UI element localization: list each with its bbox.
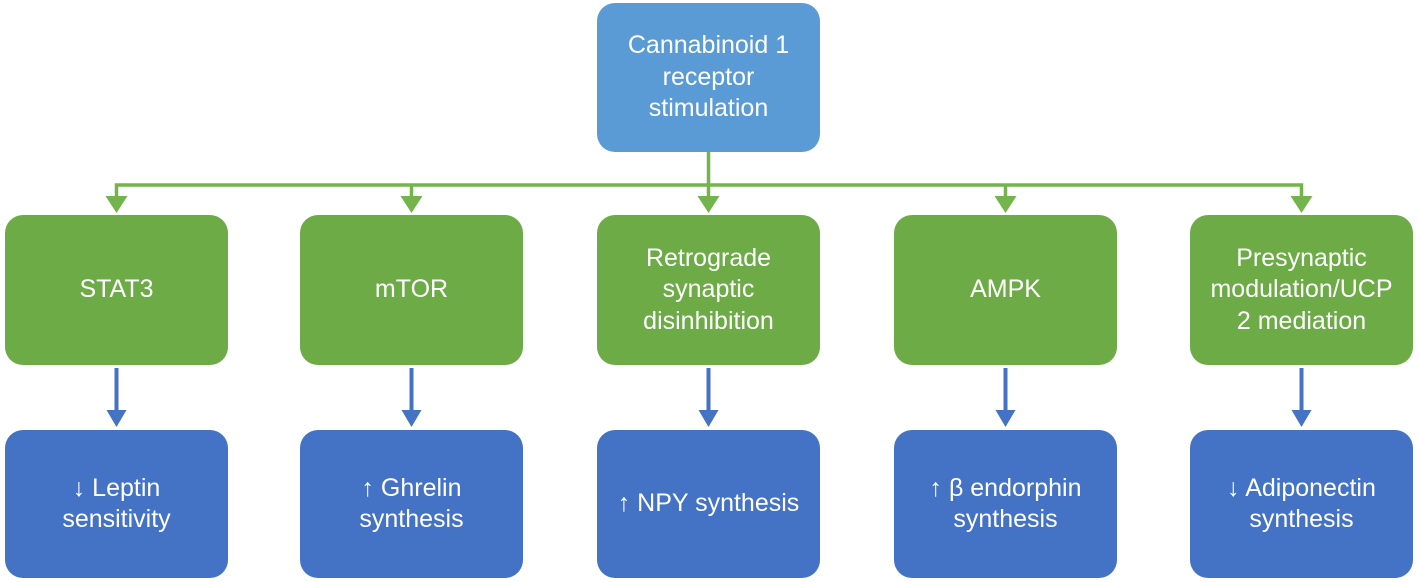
- outcome-node-adiponectin-synthesis: ↓ Adiponectin synthesis: [1190, 430, 1413, 578]
- root-node-label: Cannabinoid 1 receptor stimulation: [627, 31, 790, 123]
- root-node-cannabinoid-receptor: Cannabinoid 1 receptor stimulation: [597, 3, 820, 152]
- outcome-node-ghrelin-synthesis: ↑ Ghrelin synthesis: [300, 430, 523, 578]
- mediator-node-label: mTOR: [374, 275, 449, 304]
- mediator-node-label: Retrograde synaptic disinhibition: [643, 243, 774, 335]
- mediator-node-label: AMPK: [970, 275, 1041, 304]
- mediator-node-ampk: AMPK: [894, 215, 1117, 365]
- arrowhead-to-npy: [698, 410, 719, 427]
- mediator-node-retrograde-disinhibition: Retrograde synaptic disinhibition: [597, 215, 820, 365]
- mediator-node-stat3: STAT3: [5, 215, 228, 365]
- green-tree-lines: [114, 152, 1304, 200]
- arrowhead-to-ampk: [994, 196, 1017, 213]
- mediator-node-presynaptic-ucp2: Presynaptic modulation/UCP 2 mediation: [1190, 215, 1413, 365]
- mediator-node-label: STAT3: [79, 275, 154, 304]
- outcome-node-npy-synthesis: ↑ NPY synthesis: [597, 430, 820, 578]
- mediator-node-mtor: mTOR: [300, 215, 523, 365]
- blue-arrow-group: [106, 368, 1312, 427]
- outcome-node-beta-endorphin-synthesis: ↑ β endorphin synthesis: [894, 430, 1117, 578]
- arrowhead-to-ghrelin: [401, 410, 422, 427]
- green-connector-tree: [105, 152, 1313, 213]
- arrowhead-to-stat3: [105, 196, 128, 213]
- arrowhead-to-endorphin: [995, 410, 1016, 427]
- outcome-node-label: ↑ NPY synthesis: [617, 489, 800, 518]
- outcome-node-leptin-sensitivity: ↓ Leptin sensitivity: [5, 430, 228, 578]
- outcome-node-label: ↑ β endorphin synthesis: [929, 473, 1082, 534]
- arrowhead-to-mtor: [400, 196, 423, 213]
- outcome-node-label: ↑ Ghrelin synthesis: [359, 473, 464, 534]
- blue-arrow-shafts: [114, 368, 1304, 412]
- arrowhead-to-presynaptic: [1290, 196, 1313, 213]
- arrowhead-to-adiponectin: [1291, 410, 1312, 427]
- outcome-node-label: ↓ Adiponectin synthesis: [1227, 473, 1376, 534]
- outcome-node-label: ↓ Leptin sensitivity: [62, 473, 171, 534]
- mediator-node-label: Presynaptic modulation/UCP 2 mediation: [1210, 243, 1393, 335]
- arrowhead-to-retrograde: [697, 196, 720, 213]
- arrowhead-to-leptin: [106, 410, 127, 427]
